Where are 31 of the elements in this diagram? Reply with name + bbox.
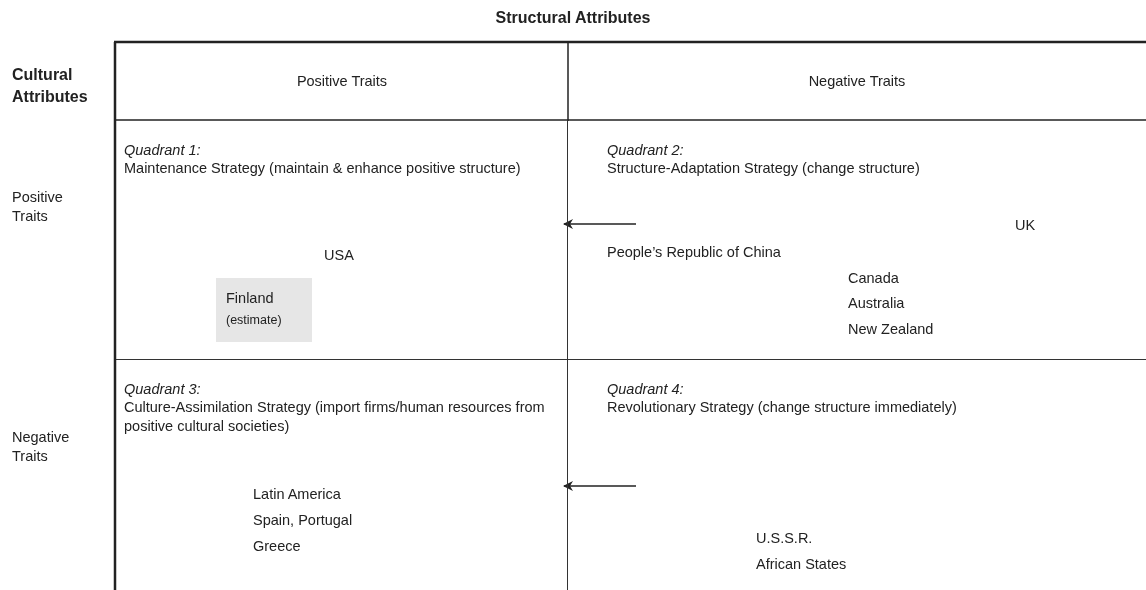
strategy-text: Maintenance Strategy (maintain & enhance positive structure) (124, 159, 521, 178)
quadrant-title: Quadrant 2: (607, 141, 684, 160)
chart-title: Structural Attributes (494, 8, 652, 28)
country-label: Finland (226, 289, 274, 308)
country-label: Greece (253, 537, 301, 556)
quadrant-cell (116, 121, 568, 360)
country-label: New Zealand (848, 320, 934, 339)
quadrant-title: Quadrant 4: (607, 380, 684, 399)
country-label: Canada (848, 269, 899, 288)
country-label: African States (756, 555, 847, 574)
strategy-text: Structure-Adaptation Strategy (change structure) (607, 159, 920, 178)
country-label: USA (324, 246, 354, 265)
country-label: Spain, Portugal (253, 511, 353, 530)
arrow (563, 219, 637, 229)
arrow (563, 481, 637, 491)
column-header: Positive Traits (295, 72, 389, 91)
quadrant-title: Quadrant 1: (124, 141, 201, 160)
country-label: Australia (848, 294, 905, 313)
country-label: U.S.S.R. (756, 529, 813, 548)
strategy-text: Culture-Assimilation Strategy (import firms/human resources from positive cultural societies) (124, 398, 546, 436)
country-label: UK (1015, 216, 1036, 235)
axis-title: Cultural Attributes (12, 65, 89, 107)
country-label: People’s Republic of China (607, 243, 781, 262)
row-header: Negative Traits (12, 428, 71, 466)
column-header: Negative Traits (807, 72, 907, 91)
country-label: Latin America (253, 485, 341, 504)
note-text: (estimate) (226, 312, 282, 329)
strategy-text: Revolutionary Strategy (change structure immediately) (607, 398, 957, 417)
highlight-box (216, 278, 312, 342)
row-header: Positive Traits (12, 188, 64, 226)
quadrant-title: Quadrant 3: (124, 380, 201, 399)
